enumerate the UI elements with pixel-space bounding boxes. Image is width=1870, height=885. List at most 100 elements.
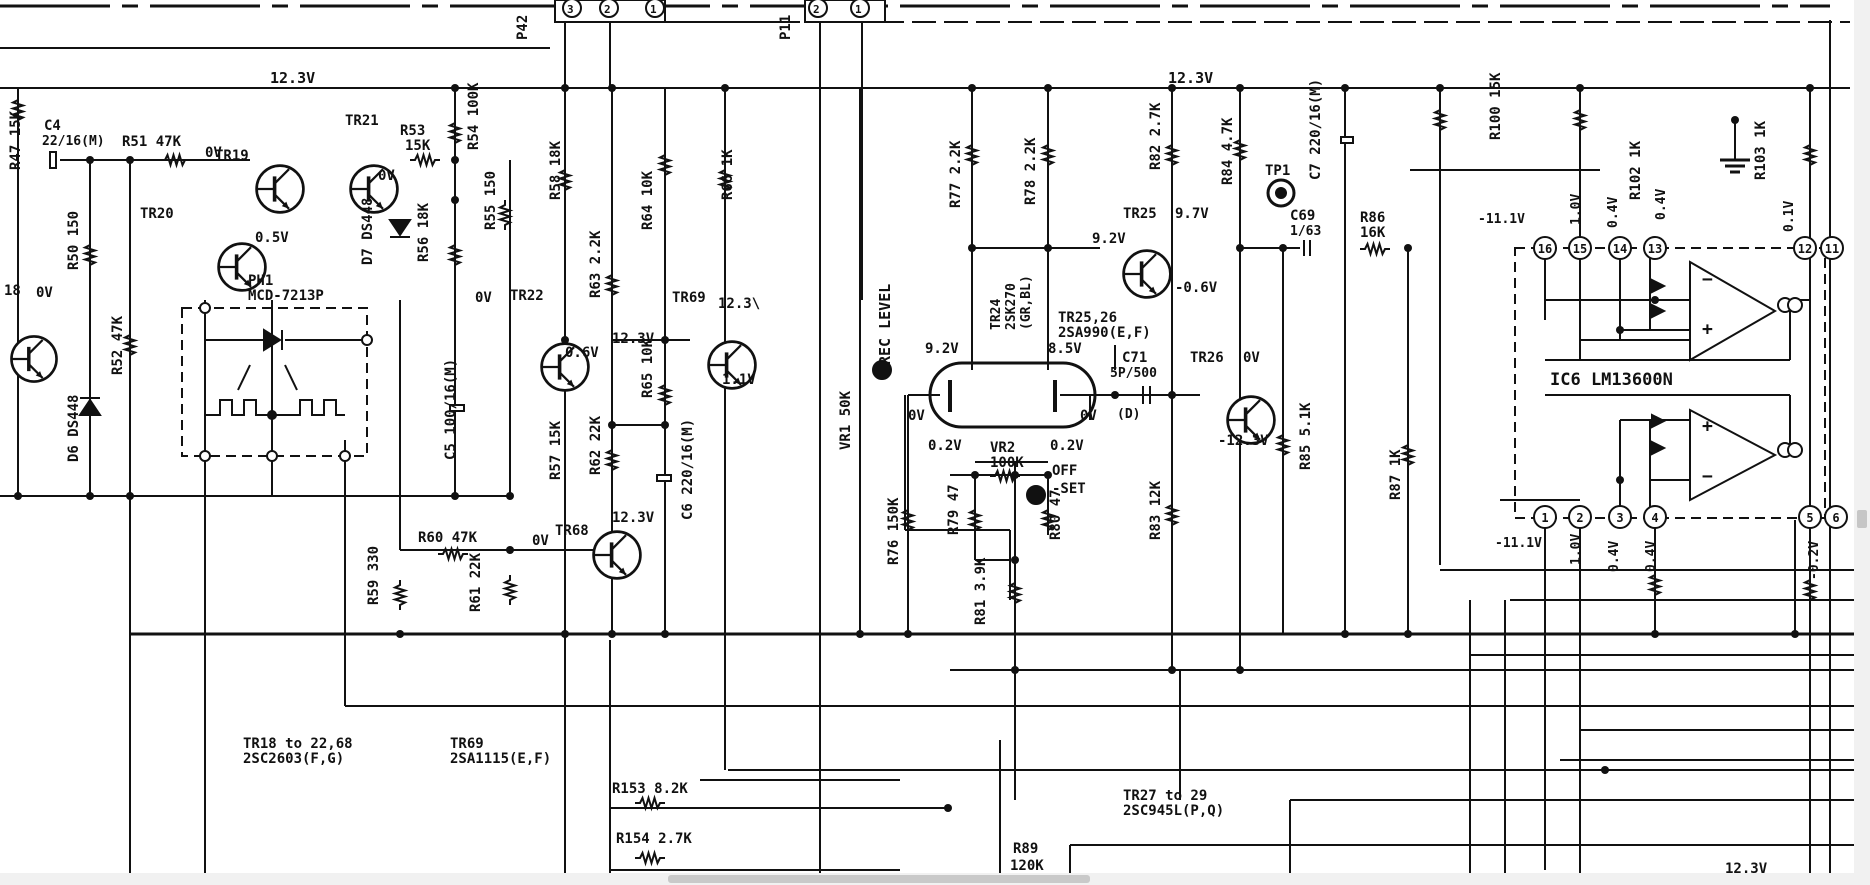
label-vr2-name: VR2 — [990, 440, 1015, 456]
label-r62: R62 22K — [588, 415, 604, 475]
label-v-tr68-c: 12.3V — [612, 510, 655, 526]
label-opamp-lower-minus: − — [1702, 466, 1713, 487]
label-tr25: TR25 — [1123, 206, 1157, 222]
label-v-0v-a: 0V — [908, 408, 925, 424]
label-v-0v-b: 0V — [1080, 408, 1097, 424]
label-r55: R55 150 — [483, 171, 499, 230]
label-r66: R66 1K — [720, 149, 736, 200]
label-r77: R77 2.2K — [948, 140, 964, 208]
label-v-0-4-b: 0.4V — [1654, 189, 1669, 220]
horizontal-scrollbar[interactable] — [0, 873, 1854, 885]
label-v-12-3-a: 12.3V — [270, 69, 315, 87]
label-v-8-5: 8.5V — [1048, 341, 1082, 357]
label-c71-d: (D) — [1117, 407, 1140, 422]
label-d6: D6 DS448 — [66, 395, 82, 462]
label-v-12-3-bottom: 12.3V — [1725, 861, 1768, 873]
circuit-schematic: P42P113212112.3V12.3V0V0V0.5V0V0V0.6V12.… — [0, 0, 1854, 873]
label-ic6: IC6 LM13600N — [1550, 370, 1673, 390]
label-tr27-29: TR27 to 29 — [1123, 788, 1207, 804]
label-r53-name: R53 — [400, 123, 425, 139]
label-r85: R85 5.1K — [1298, 402, 1314, 470]
label-v-0-1: 0.1V — [1782, 201, 1797, 232]
label-r65: R65 10K — [640, 338, 656, 398]
label-r83: R83 12K — [1148, 480, 1164, 540]
label-tr19: TR19 — [215, 148, 249, 164]
label-v-tr69-e: 12.3\ — [718, 296, 760, 312]
label-v-tr68-b: 0V — [532, 533, 549, 549]
label-tr25-26-part: 2SA990(E,F) — [1058, 325, 1151, 341]
label-pin14: 14 — [1613, 242, 1627, 256]
label-tp1: TP1 — [1265, 163, 1290, 179]
label-r87: R87 1K — [1388, 449, 1404, 500]
label-c4-val: 22/16(M) — [42, 134, 105, 149]
label-p42-pin1: 1 — [650, 3, 657, 16]
label-r82: R82 2.7K — [1148, 102, 1164, 170]
label-tr27-part: 2SC945L(P,Q) — [1123, 803, 1224, 819]
label-r58: R58 18K — [548, 140, 564, 200]
label-tr69-note: TR69 — [450, 736, 484, 752]
label-ph1-name: PH1 — [248, 273, 273, 289]
label-r59: R59 330 — [366, 546, 382, 605]
label-v-tr26: 0V — [1243, 350, 1260, 366]
label-vr1: VR1 50K — [838, 390, 854, 450]
label-v-tr21: 0V — [378, 168, 395, 184]
label-r76: R76 150K — [886, 497, 902, 565]
label-c4-name: C4 — [44, 118, 61, 134]
label-r100: R100 15K — [1488, 72, 1504, 140]
label-tr20: TR20 — [140, 206, 174, 222]
label-pin5: 5 — [1806, 511, 1813, 525]
vertical-scrollbar[interactable] — [1854, 0, 1870, 885]
label-rec-level: REC LEVEL — [876, 284, 894, 365]
label-r53-val: 15K — [405, 138, 431, 154]
label-r60: R60 47K — [418, 530, 478, 546]
label-r89-val: 120K — [1010, 858, 1044, 873]
label-r78: R78 2.2K — [1023, 137, 1039, 205]
label-c5: C5 100/16(M) — [443, 359, 459, 460]
diodes — [78, 219, 1667, 456]
label-tr18: 18 — [4, 283, 21, 299]
label-v-12-3-b: 12.3V — [1168, 69, 1213, 87]
label-c69-val: 1/63 — [1290, 224, 1321, 239]
label-c71-val: 5P/500 — [1110, 366, 1157, 381]
label-v-neg-11-1-a: -11.1V — [1478, 212, 1525, 227]
label-r61: R61 22K — [468, 552, 484, 612]
label-r79: R79 47 — [946, 484, 962, 535]
label-v-0-4-a: 0.4V — [1606, 197, 1621, 228]
label-v-neg-11-1-b: -11.1V — [1495, 536, 1542, 551]
label-tr69-part: 2SA1115(E,F) — [450, 751, 551, 767]
label-v-0-2-a: 0.2V — [928, 438, 962, 454]
test-points-and-pots — [872, 120, 1750, 505]
label-pin12: 12 — [1798, 242, 1812, 256]
label-r47: R47 15K — [8, 110, 24, 170]
label-tr24-grade: (GR,BL) — [1019, 275, 1034, 330]
label-v-1-0-b: 1.0V — [1569, 534, 1584, 565]
horizontal-scroll-thumb[interactable] — [668, 875, 1090, 883]
label-ph1-part: MCD-7213P — [248, 288, 324, 304]
label-c6: C6 220/16(M) — [680, 419, 696, 520]
label-tr24-part: 2SK270 — [1004, 283, 1019, 330]
label-v-tr20: 0.5V — [255, 230, 289, 246]
label-opamp-upper-minus: − — [1702, 269, 1713, 290]
label-v-9-2-b: 9.2V — [1092, 231, 1126, 247]
label-v-9-7: 9.7V — [1175, 206, 1209, 222]
label-r154: R154 2.7K — [616, 831, 692, 847]
capacitors — [49, 136, 1354, 482]
label-pin11: 11 — [1825, 242, 1839, 256]
label-r86-val: 16K — [1360, 225, 1386, 241]
label-v-0-6: 0.6V — [565, 345, 599, 361]
label-c7: C7 220/16(M) — [1308, 79, 1324, 180]
label-r80: R80 47 — [1048, 489, 1064, 540]
label-v-neg-12-3: -12.3V — [1218, 433, 1269, 449]
label-p42: P42 — [515, 15, 531, 40]
label-v-tr69-b: 12.3V — [612, 331, 655, 347]
label-off-set-2: -SET — [1052, 481, 1086, 497]
vertical-scroll-thumb[interactable] — [1857, 510, 1867, 528]
label-opamp-upper-plus: + — [1702, 319, 1713, 340]
label-p42-pin2: 2 — [604, 3, 611, 16]
label-p11: P11 — [778, 15, 794, 40]
label-pin13: 13 — [1648, 242, 1662, 256]
label-p11-pin1: 1 — [855, 3, 862, 16]
label-r64: R64 10K — [640, 170, 656, 230]
